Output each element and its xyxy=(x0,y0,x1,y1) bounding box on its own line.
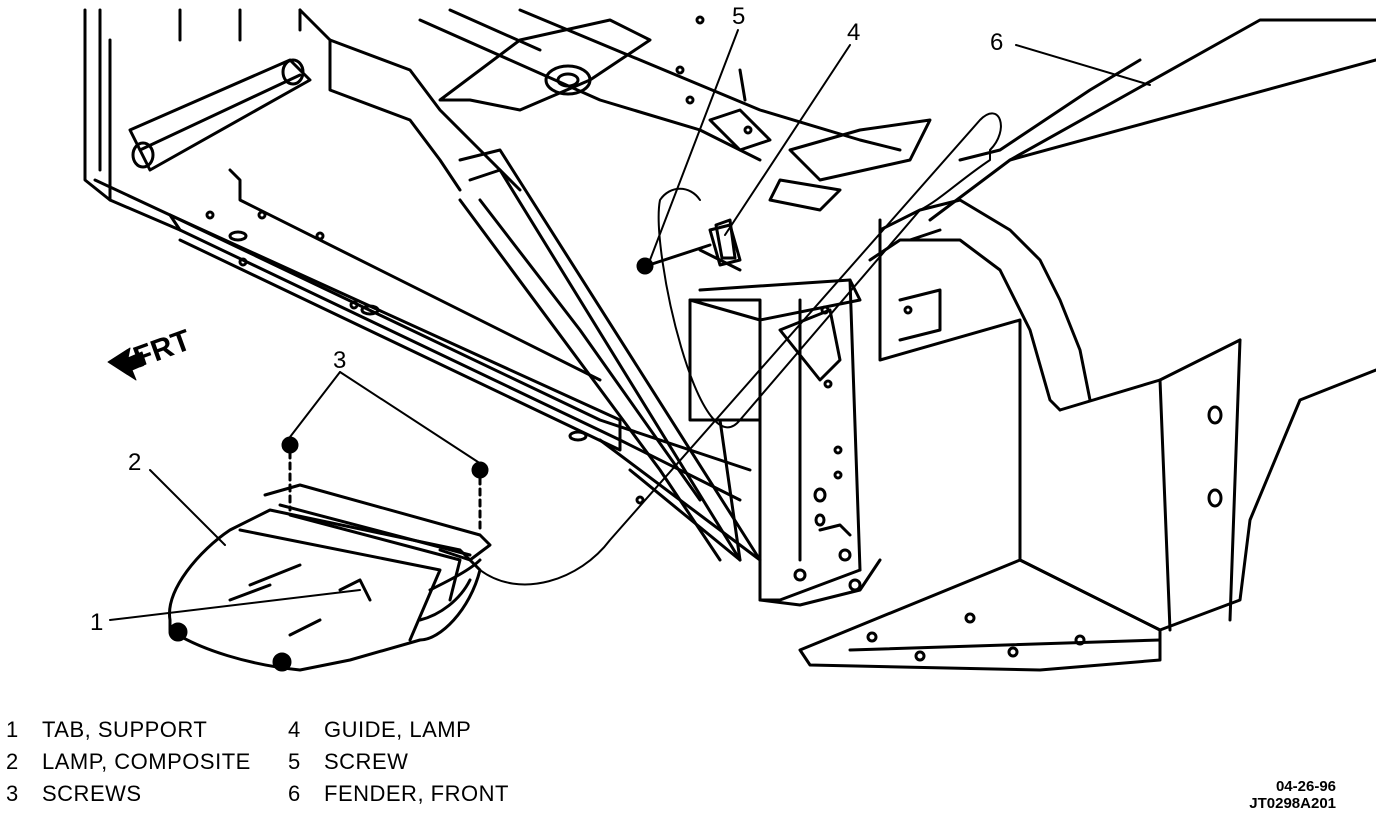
front-arrow-icon xyxy=(107,347,147,381)
legend-item: 6 FENDER, FRONT xyxy=(288,778,588,810)
legend-item: 5 SCREW xyxy=(288,746,588,778)
legend-item: 1 TAB, SUPPORT xyxy=(6,714,306,746)
legend-item: 3 SCREWS xyxy=(6,778,306,810)
legend-item-label: TAB, SUPPORT xyxy=(42,717,208,742)
detail-loop-outline xyxy=(479,112,1002,586)
document-date: 04-26-96 xyxy=(1275,778,1336,795)
callout-5: 5 xyxy=(732,3,745,30)
callout-6: 6 xyxy=(990,29,1003,56)
legend-item-number: 5 xyxy=(288,749,301,774)
callout-4: 4 xyxy=(847,19,860,46)
figure-id: JT0298A201 xyxy=(1249,795,1336,812)
legend-item-number: 4 xyxy=(288,717,301,742)
document-codes: 04-26-96 JT0298A201 xyxy=(1249,778,1336,812)
legend-column-right: 4 GUIDE, LAMP 5 SCREW 6 FENDER, FRONT xyxy=(288,714,588,810)
callout-1: 1 xyxy=(90,609,103,636)
screws-group xyxy=(281,218,737,532)
callout-3: 3 xyxy=(333,347,346,374)
legend-item-label: GUIDE, LAMP xyxy=(324,717,472,742)
legend-item-label: SCREWS xyxy=(42,781,142,806)
exploded-view-drawing: FRT 1 2 3 4 5 6 xyxy=(83,3,1376,672)
leader-lines xyxy=(109,29,1151,621)
legend-item: 4 GUIDE, LAMP xyxy=(288,714,588,746)
front-direction-label: FRT xyxy=(129,324,195,375)
inner-splash-shield xyxy=(798,558,1162,672)
front-fender xyxy=(868,18,1376,632)
front-direction-indicator: FRT xyxy=(107,324,195,381)
legend-column-left: 1 TAB, SUPPORT 2 LAMP, COMPOSITE 3 SCREWS xyxy=(6,714,306,810)
legend-item-label: LAMP, COMPOSITE xyxy=(42,749,251,774)
legend-item-label: SCREW xyxy=(324,749,409,774)
legend-item-number: 1 xyxy=(6,717,19,742)
legend-item-number: 6 xyxy=(288,781,301,806)
legend-item-number: 3 xyxy=(6,781,19,806)
legend-item-label: FENDER, FRONT xyxy=(324,781,509,806)
callout-2: 2 xyxy=(128,449,141,476)
radiator-support-frame xyxy=(83,8,902,562)
lamp-mount-bracket xyxy=(688,68,932,607)
legend-item: 2 LAMP, COMPOSITE xyxy=(6,746,306,778)
composite-lamp xyxy=(168,483,492,672)
legend-item-number: 2 xyxy=(6,749,19,774)
